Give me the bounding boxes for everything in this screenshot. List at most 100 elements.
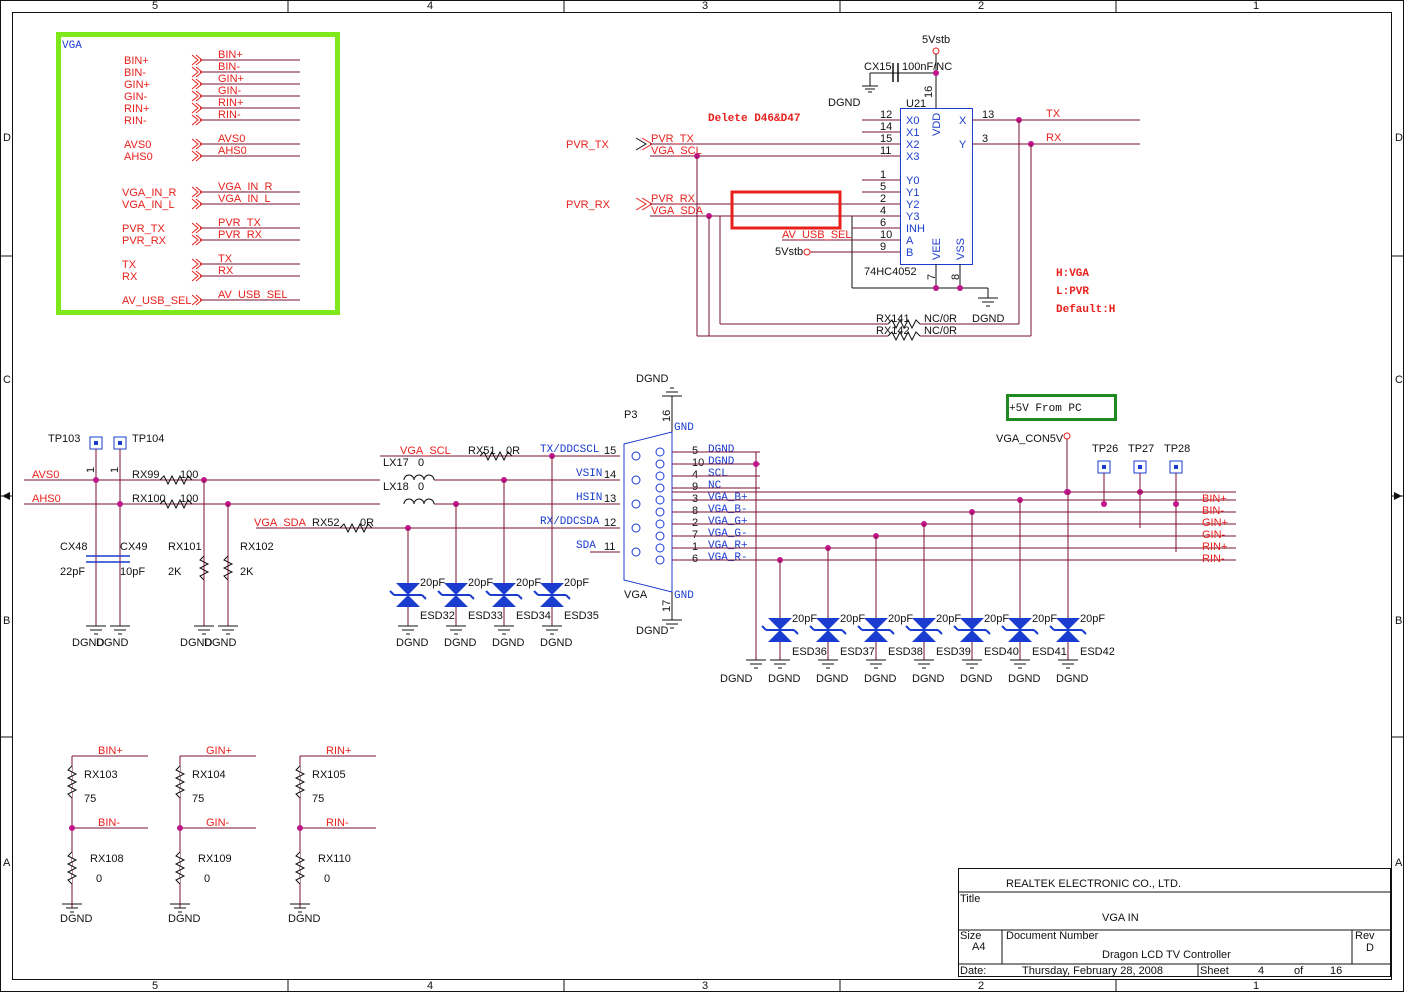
pin-num: 10 [692,457,704,469]
pin-num: 5 [880,181,886,193]
term-pos-net: GIN+ [206,745,232,757]
term-neg-net: BIN- [98,817,120,829]
esd-cap-label: 20pF [468,577,493,589]
esd-ref-label: ESD32 [420,610,455,622]
pin-num: 8 [950,274,962,280]
pin-num: 4 [880,205,886,217]
esd-cap-label: 20pF [792,613,817,625]
date-value: Thursday, February 28, 2008 [1022,965,1163,977]
net-label-right: RIN+ [218,97,243,109]
pin-num: 1 [880,169,886,181]
col-label: 2 [978,0,984,12]
vga-sda-label: VGA_SDA [254,517,307,529]
p3-name: VGA [624,589,648,601]
tvs-bar [761,625,767,631]
term-r1-ref: RX105 [312,769,346,781]
esd-cap-label: 20pF [1032,613,1057,625]
pin-num: 12 [604,517,616,529]
rgb-out-label: GIN- [1202,529,1226,541]
pin-name: X1 [906,127,919,139]
pin-socket-icon [631,451,641,461]
esd-ref-label: ESD33 [468,610,503,622]
col-label: 3 [702,980,708,992]
net-label-right: VGA_IN_R [218,181,272,193]
pin-name: Y2 [906,199,919,211]
vdd-pin-name: VDD [931,113,943,136]
tvs-bar [1001,625,1007,631]
tvs-bar [937,629,943,635]
pvr-rx-net: PVR_RX [651,193,696,205]
tvs-diode-icon [864,630,888,642]
pin-signal: DGND [708,456,735,468]
tvs-diode-icon [960,618,984,630]
tvs-bar [517,594,523,600]
junction [753,461,759,467]
rev-value: D [1366,942,1374,954]
vga-scl-label: VGA_SCL [400,445,451,457]
tvs-diode-icon [396,595,420,607]
pin-num: 17 [661,600,673,612]
rx102-value: 2K [240,566,254,578]
highlight-box [730,190,842,230]
port-arrow-icon [191,114,203,126]
pin-socket-icon [655,495,665,505]
rx101-ref: RX101 [168,541,202,553]
resistor-icon [174,851,186,885]
rgb-out-label: BIN+ [1202,493,1227,505]
row-label: C [3,374,11,386]
rx142-ref: RX142 [876,325,910,337]
rx100-ref: RX100 [132,493,166,505]
mux-supply-label: 5Vstb [922,34,950,46]
cx48-value: 22pF [60,566,85,578]
port-label-left: BIN- [124,67,146,79]
cx48-ref: CX48 [60,541,88,553]
esd-cap-label: 20pF [888,613,913,625]
avs0-port: AVS0 [32,469,59,481]
resistor-icon [294,765,306,799]
sheet-label: Sheet [1200,965,1229,977]
pin-socket-icon [631,499,641,509]
gnd-tag: GND [674,422,694,434]
rgb-out-label: GIN+ [1202,517,1228,529]
esd-right-group: 20pFESD36DGND20pFESD37DGND20pFESD38DGND2… [720,489,1115,685]
pin-num: 3 [692,493,698,505]
vga-connector-box [56,32,340,315]
port-arrow-icon [191,78,203,90]
p3-gnd-top: DGND [636,373,668,385]
y-pin-name: Y [959,139,967,151]
test-point-icon [1138,465,1142,469]
pin-num: 11 [880,145,891,157]
pin-socket-icon [655,447,665,457]
term-r2-value: 0 [204,873,210,885]
pin-signal: VGA_G- [708,528,748,540]
ground-label: DGND [396,637,428,649]
tvs-diode-icon [912,630,936,642]
pin-name: X0 [906,115,919,127]
esd-left-group: 20pFESD32DGND20pFESD33DGND20pFESD34DGND2… [389,453,599,649]
pin-socket-icon [655,459,665,469]
tvs-diode-icon [816,618,840,630]
tvs-bar [1081,629,1087,635]
pin-socket-icon [655,555,665,565]
pin-num: 14 [604,469,616,481]
port-arrow-icon [191,234,203,246]
tvs-bar [857,625,863,631]
ground-label: DGND [1008,673,1040,685]
port-arrow-icon [191,186,203,198]
pin-name: X2 [906,139,919,151]
port-arrow-icon [191,294,203,306]
rx142-value: NC/0R [924,325,957,337]
vee-pin-name: VEE [931,238,943,260]
port-label-left: AVS0 [124,139,151,151]
pin-num: 14 [880,121,892,133]
sync-section: TP103 TP104 1 1 AVS0 AHS0 RX99 100 RX100… [24,433,620,649]
esd-ref-label: ESD37 [840,646,875,658]
row-label: A [3,857,11,869]
term-r1-ref: RX103 [84,769,118,781]
u21-ref: U21 [906,98,926,110]
ground-label: DGND [60,913,92,925]
pin-signal: VGA_R- [708,552,748,564]
sheet-total: 16 [1330,965,1342,977]
